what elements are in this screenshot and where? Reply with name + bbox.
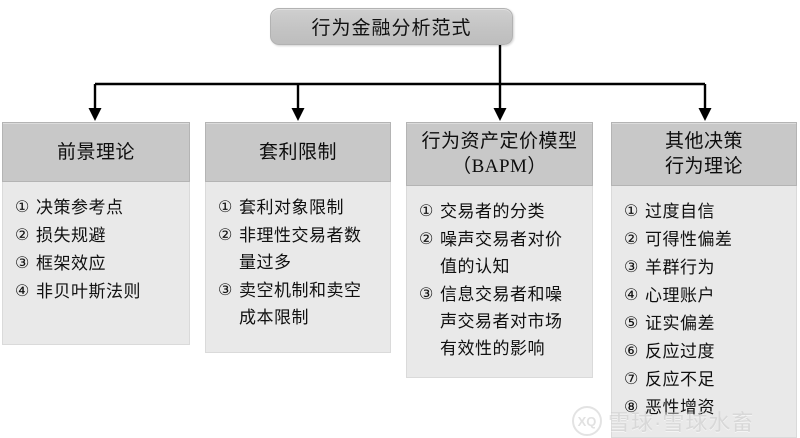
item-marker: ⑥ xyxy=(624,343,639,360)
item-text: 过度自信 xyxy=(645,202,715,221)
item-marker: ① xyxy=(624,203,639,220)
branch-header-1: 前景理论 xyxy=(2,122,190,182)
item-text: 证实偏差 xyxy=(645,314,715,333)
list-item: ① 套利对象限制 xyxy=(218,194,384,221)
item-marker: ⑧ xyxy=(624,399,639,416)
list-item: ⑥ 反应过度 xyxy=(624,338,790,365)
item-text: 损失规避 xyxy=(36,226,106,245)
list-item: ① 交易者的分类 xyxy=(419,198,586,225)
list-item: ④ 非贝叶斯法则 xyxy=(15,278,183,305)
branch-header-label-3: 行为资产定价模型 （BAPM） xyxy=(421,131,578,177)
item-marker: ① xyxy=(419,203,434,220)
item-marker: ③ xyxy=(419,286,434,303)
branch-header-label-1: 前景理论 xyxy=(56,141,135,163)
list-item: ③ 卖空机制和卖空 成本限制 xyxy=(218,277,384,331)
arrowhead-4 xyxy=(698,108,712,121)
item-text: 框架效应 xyxy=(36,254,106,273)
item-text: 非理性交易者数 量过多 xyxy=(239,226,362,272)
item-marker: ① xyxy=(15,199,30,216)
item-text: 羊群行为 xyxy=(645,258,715,277)
arrowhead-3 xyxy=(493,108,507,121)
branch-column-other-decision-theories: 其他决策 行为理论 ① 过度自信 ② 可得性偏差 ③ 羊群行为 ④ 心理账户 ⑤… xyxy=(611,122,797,438)
list-item: ⑧ 恶性增资 xyxy=(624,394,790,421)
branch-header-3: 行为资产定价模型 （BAPM） xyxy=(406,122,593,186)
branch-header-label-4: 其他决策 行为理论 xyxy=(664,131,743,177)
item-text: 心理账户 xyxy=(645,286,715,305)
list-item: ③ 羊群行为 xyxy=(624,254,790,281)
item-marker: ② xyxy=(15,227,30,244)
item-text: 决策参考点 xyxy=(36,198,124,217)
item-marker: ② xyxy=(218,227,233,244)
list-item: ④ 心理账户 xyxy=(624,282,790,309)
list-item: ⑤ 证实偏差 xyxy=(624,310,790,337)
root-node-box: 行为金融分析范式 xyxy=(270,8,513,45)
branch-body-2: ① 套利对象限制 ② 非理性交易者数 量过多 ③ 卖空机制和卖空 成本限制 xyxy=(205,182,391,353)
item-text: 交易者的分类 xyxy=(440,202,545,221)
item-marker: ④ xyxy=(624,287,639,304)
branch-body-3: ① 交易者的分类 ② 噪声交易者对价 值的认知 ③ 信息交易者和噪 声交易者对市… xyxy=(406,186,593,378)
watermark-logo-icon: XQ xyxy=(572,406,602,436)
item-marker: ① xyxy=(218,199,233,216)
item-text: 反应过度 xyxy=(645,342,715,361)
branch-header-4: 其他决策 行为理论 xyxy=(611,122,797,186)
branch-body-4: ① 过度自信 ② 可得性偏差 ③ 羊群行为 ④ 心理账户 ⑤ 证实偏差 ⑥ 反应… xyxy=(611,186,797,438)
item-marker: ③ xyxy=(624,259,639,276)
arrowhead-1 xyxy=(88,108,102,121)
branch-column-bapm: 行为资产定价模型 （BAPM） ① 交易者的分类 ② 噪声交易者对价 值的认知 … xyxy=(406,122,593,378)
item-text: 恶性增资 xyxy=(645,398,715,417)
item-marker: ③ xyxy=(218,282,233,299)
item-text: 套利对象限制 xyxy=(239,198,344,217)
list-item: ③ 框架效应 xyxy=(15,250,183,277)
branch-column-limits-to-arbitrage: 套利限制 ① 套利对象限制 ② 非理性交易者数 量过多 ③ 卖空机制和卖空 成本… xyxy=(205,122,391,353)
list-item: ⑦ 反应不足 xyxy=(624,366,790,393)
item-marker: ⑦ xyxy=(624,371,639,388)
item-marker: ⑤ xyxy=(624,315,639,332)
branch-header-label-2: 套利限制 xyxy=(258,141,337,163)
item-marker: ② xyxy=(624,231,639,248)
branch-body-1: ① 决策参考点 ② 损失规避 ③ 框架效应 ④ 非贝叶斯法则 xyxy=(2,182,190,345)
branch-column-prospect-theory: 前景理论 ① 决策参考点 ② 损失规避 ③ 框架效应 ④ 非贝叶斯法则 xyxy=(2,122,190,345)
list-item: ② 损失规避 xyxy=(15,222,183,249)
item-text: 可得性偏差 xyxy=(645,230,733,249)
item-text: 信息交易者和噪 声交易者对市场 有效性的影响 xyxy=(440,285,563,358)
arrowhead-2 xyxy=(291,108,305,121)
list-item: ③ 信息交易者和噪 声交易者对市场 有效性的影响 xyxy=(419,281,586,362)
item-marker: ③ xyxy=(15,255,30,272)
item-text: 反应不足 xyxy=(645,370,715,389)
item-text: 非贝叶斯法则 xyxy=(36,282,141,301)
branch-header-2: 套利限制 xyxy=(205,122,391,182)
item-marker: ② xyxy=(419,231,434,248)
list-item: ① 决策参考点 xyxy=(15,194,183,221)
list-item: ① 过度自信 xyxy=(624,198,790,225)
list-item: ② 噪声交易者对价 值的认知 xyxy=(419,226,586,280)
list-item: ② 非理性交易者数 量过多 xyxy=(218,222,384,276)
list-item: ② 可得性偏差 xyxy=(624,226,790,253)
item-text: 卖空机制和卖空 成本限制 xyxy=(239,281,362,327)
item-text: 噪声交易者对价 值的认知 xyxy=(440,230,563,276)
root-node-label: 行为金融分析范式 xyxy=(311,18,472,39)
item-marker: ④ xyxy=(15,283,30,300)
